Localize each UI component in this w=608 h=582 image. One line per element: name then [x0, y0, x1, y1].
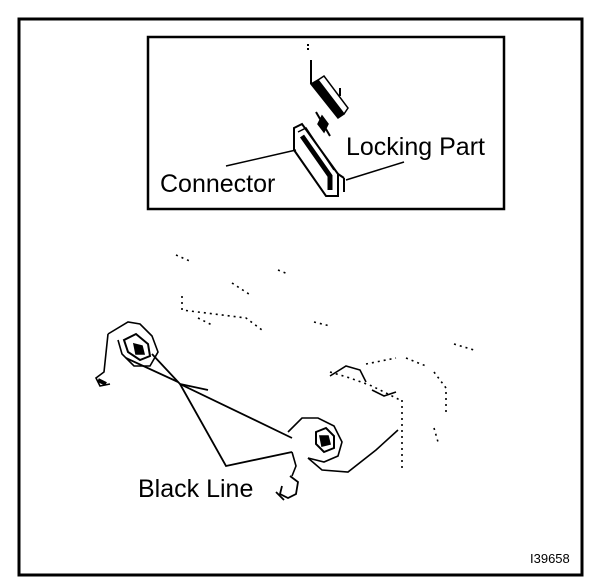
connector-leader — [225, 149, 297, 167]
black-line-label: Black Line — [138, 475, 253, 503]
right-bracket-illustration — [287, 417, 399, 477]
locking-part-label: Locking Part — [346, 133, 485, 161]
dotted-body-outline — [175, 254, 475, 470]
connector-label: Connector — [160, 170, 275, 198]
main-illustration — [94, 254, 475, 501]
locking-part-leader — [345, 161, 405, 181]
upper-right-fitting — [329, 365, 397, 397]
connector-plug-illustration — [307, 44, 349, 137]
black-line-hook — [275, 475, 299, 501]
black-line-routing — [125, 353, 293, 468]
figure-code: I39658 — [530, 551, 570, 566]
inset-detail: Connector Locking Part — [146, 35, 506, 211]
